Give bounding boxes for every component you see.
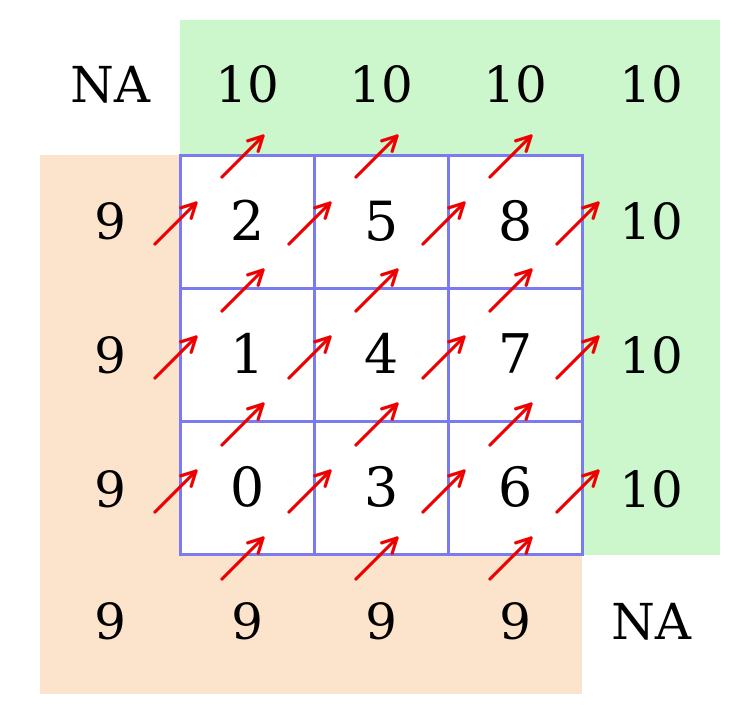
halo-label-top: 10: [483, 56, 547, 114]
halo-label-right: 10: [619, 461, 683, 519]
halo-label-bottom: 9: [499, 593, 531, 651]
halo-label-top: 10: [215, 56, 279, 114]
halo-label-bottom: NA: [611, 593, 691, 651]
halo-label-bottom: 9: [231, 593, 263, 651]
halo-label-top: NA: [70, 56, 150, 114]
grid-cell[interactable]: 4: [312, 286, 450, 424]
halo-label-left: 9: [94, 461, 126, 519]
grid-cell[interactable]: 0: [178, 420, 316, 557]
halo-label-left: 9: [94, 327, 126, 385]
grid-cell[interactable]: 2: [178, 153, 316, 290]
grid-3x3: 2 5 8 1 4 7 0 3 6: [178, 153, 584, 557]
halo-label-right: 10: [619, 193, 683, 251]
halo-label-top: 10: [349, 56, 413, 114]
grid-cell[interactable]: 6: [446, 420, 584, 557]
grid-cell[interactable]: 3: [312, 420, 450, 557]
grid-cell[interactable]: 7: [446, 286, 584, 424]
halo-label-top: 10: [619, 56, 683, 114]
grid-cell[interactable]: 8: [446, 153, 584, 290]
grid-cell[interactable]: 1: [178, 286, 316, 424]
halo-label-left: 9: [94, 193, 126, 251]
halo-label-bottom: 9: [94, 593, 126, 651]
halo-label-right: 10: [619, 327, 683, 385]
grid-cell[interactable]: 5: [312, 153, 450, 290]
halo-label-bottom: 9: [365, 593, 397, 651]
